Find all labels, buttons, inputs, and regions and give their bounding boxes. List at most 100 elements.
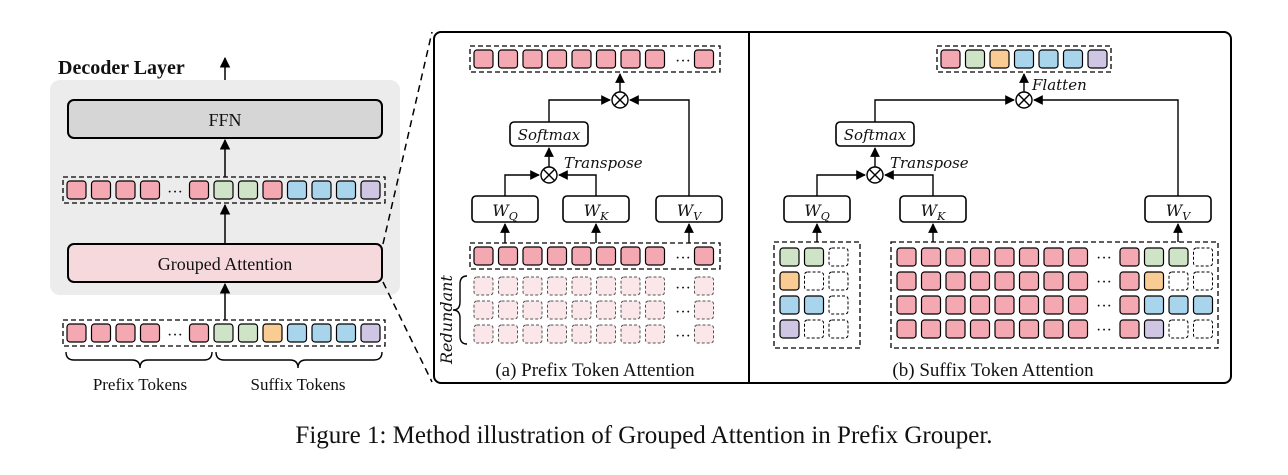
flatten-label: Flatten <box>1031 76 1087 94</box>
token-cell <box>1087 49 1108 69</box>
token-cell <box>645 276 665 296</box>
grouped-attention-label: Grouped Attention <box>158 254 292 274</box>
token-cell <box>620 324 641 344</box>
suffix-wq-subscript: Q <box>821 210 830 223</box>
token-cell <box>1067 295 1089 315</box>
token-cell <box>311 323 332 343</box>
empty-token <box>828 319 849 339</box>
prefix-wq-subscript: Q <box>509 210 518 223</box>
token-cell <box>1043 247 1064 267</box>
token-cell <box>969 295 991 315</box>
token-cell <box>596 276 616 296</box>
suffix-wk-subscript: K <box>936 210 946 223</box>
token-cell <box>694 276 714 296</box>
token-cell <box>498 324 518 344</box>
token-cell <box>115 323 136 343</box>
svg-text:WK: WK <box>921 201 946 223</box>
zoom-line-top <box>382 31 433 245</box>
token-cell <box>595 246 617 266</box>
svg-text:WK: WK <box>584 201 609 223</box>
prefix-wv-label: W <box>677 201 695 220</box>
token-cell <box>571 324 592 344</box>
token-cell <box>1119 271 1140 291</box>
suffix-wv-label: W <box>1166 201 1184 220</box>
token-cell <box>994 271 1015 291</box>
token-cell <box>473 276 494 296</box>
token-cell <box>1043 295 1064 315</box>
empty-token <box>828 295 849 315</box>
query-grid-frame <box>773 241 861 349</box>
token-cell <box>620 49 641 69</box>
prefix-wk-label: W <box>584 201 602 220</box>
redundant-ellipsis-1: ··· <box>675 280 691 297</box>
prefix-wv-block <box>655 195 723 223</box>
redundant-label: Redundant <box>437 275 456 365</box>
empty-token <box>1168 271 1189 291</box>
suffix-attention-panel: Flatten Softmax Transpose WQ WK WV <box>773 45 1219 381</box>
suffix-softmax-label: Softmax <box>844 126 907 144</box>
prefix-panel-caption: (a) Prefix Token Attention <box>495 360 695 381</box>
key-value-grid <box>896 247 1214 339</box>
token-cell <box>896 247 917 267</box>
token-cell <box>571 300 592 320</box>
prefix-wk-block <box>562 195 630 223</box>
token-cell <box>620 246 641 266</box>
token-cell <box>803 295 825 315</box>
kv-ellipsis-3: ··· <box>1096 298 1112 315</box>
token-cell <box>311 180 332 200</box>
multiply-circle-icon <box>866 166 884 184</box>
prefix-input-row-frame <box>469 242 721 270</box>
token-cell <box>497 49 519 69</box>
token-cell <box>286 180 308 200</box>
grouped-attention-block <box>67 243 383 283</box>
token-cell <box>90 323 112 343</box>
token-cell <box>571 246 592 266</box>
token-cell <box>620 300 641 320</box>
kv-ellipsis-4: ··· <box>1096 322 1112 339</box>
empty-token <box>1193 319 1213 339</box>
token-cell <box>262 180 283 200</box>
token-cell <box>779 295 800 315</box>
token-cell <box>360 180 381 200</box>
token-cell <box>547 276 567 296</box>
prefix-output-row-frame <box>469 45 721 73</box>
token-cell <box>473 246 494 266</box>
empty-token <box>1193 271 1213 291</box>
token-cell <box>1119 295 1140 315</box>
wk-to-mul-arrow <box>558 170 597 196</box>
token-cell <box>139 323 161 343</box>
suffix-wq-to-mul-arrow <box>816 170 866 196</box>
token-cell <box>497 246 519 266</box>
token-cell <box>66 180 87 200</box>
token-cell <box>546 49 568 69</box>
prefix-softmax-label: Softmax <box>518 126 581 144</box>
empty-token <box>804 319 824 339</box>
token-cell <box>920 295 942 315</box>
token-cell <box>335 180 357 200</box>
prefix-output-row <box>473 49 715 69</box>
suffix-wv-block <box>1144 195 1212 223</box>
token-cell <box>693 246 715 266</box>
token-cell <box>969 271 991 291</box>
token-cell <box>779 319 800 339</box>
token-cell <box>896 319 917 339</box>
token-cell <box>645 324 665 344</box>
prefix-tokens-label: Prefix Tokens <box>93 375 187 394</box>
empty-token <box>828 271 849 291</box>
suffix-tokens-label: Suffix Tokens <box>251 375 346 394</box>
decoder-layer-title: Decoder Layer <box>58 57 185 79</box>
token-cell <box>994 247 1015 267</box>
token-cell <box>1168 295 1189 315</box>
query-grid <box>779 247 849 339</box>
token-cell <box>1018 319 1040 339</box>
token-cell <box>644 49 666 69</box>
zoom-line-bottom <box>382 281 433 383</box>
svg-text:WV: WV <box>677 201 702 223</box>
prefix-output-ellipsis: ··· <box>675 53 691 70</box>
token-cell <box>213 323 234 343</box>
token-cell <box>1192 295 1214 315</box>
token-cell <box>286 323 308 343</box>
mid-token-row <box>66 180 381 200</box>
token-cell <box>1043 319 1064 339</box>
suffix-wv-to-mul-arrow <box>1033 95 1179 196</box>
